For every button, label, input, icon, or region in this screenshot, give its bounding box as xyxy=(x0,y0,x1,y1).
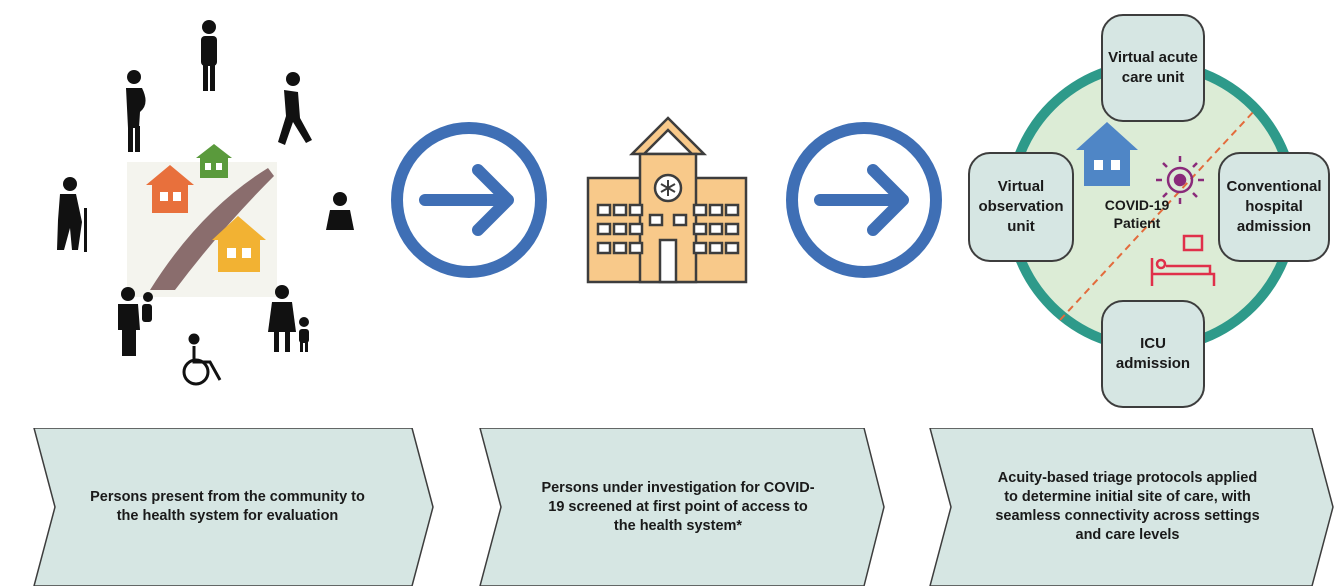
person-icon xyxy=(326,192,354,230)
hospital-icon xyxy=(586,116,748,284)
walking-person-icon xyxy=(278,72,312,145)
arrow-circle-icon xyxy=(786,122,942,278)
center-patient-label: COVID-19 Patient xyxy=(1104,197,1170,231)
step-2-text: Persons under investigation for COVID-19… xyxy=(541,479,815,534)
care-site-bottom: ICU admission xyxy=(1101,300,1205,408)
pregnant-person-icon xyxy=(126,70,146,152)
community-illustration xyxy=(57,20,354,386)
step-1-chevron: Persons present from the community to th… xyxy=(20,428,435,586)
arrow-circle-icon xyxy=(391,122,547,278)
virus-icon xyxy=(1156,156,1204,204)
step-1-text: Persons present from the community to th… xyxy=(90,489,365,524)
house-icon xyxy=(196,144,232,178)
care-site-left: Virtual observation unit xyxy=(968,152,1074,262)
step-3-chevron: Acuity-based triage protocols applied to… xyxy=(920,428,1335,586)
chevron-shape xyxy=(479,428,885,586)
family-icon xyxy=(268,285,309,352)
elderly-person-icon xyxy=(57,177,87,252)
house-icon xyxy=(212,216,266,272)
person-icon xyxy=(201,20,217,91)
chevron-shape xyxy=(929,428,1334,586)
step-2-chevron: Persons under investigation for COVID-19… xyxy=(470,428,886,586)
step-3-text: Acuity-based triage protocols applied to… xyxy=(995,470,1260,543)
care-site-top: Virtual acute care unit xyxy=(1101,14,1205,122)
chevron-shape xyxy=(33,428,434,586)
adult-with-child-icon xyxy=(118,287,153,356)
house-icon xyxy=(146,165,194,213)
care-site-right: Conventional hospital admission xyxy=(1218,152,1330,262)
home-icon xyxy=(1076,122,1138,186)
hospital-bed-icon xyxy=(1150,234,1216,286)
wheelchair-icon xyxy=(182,333,222,386)
